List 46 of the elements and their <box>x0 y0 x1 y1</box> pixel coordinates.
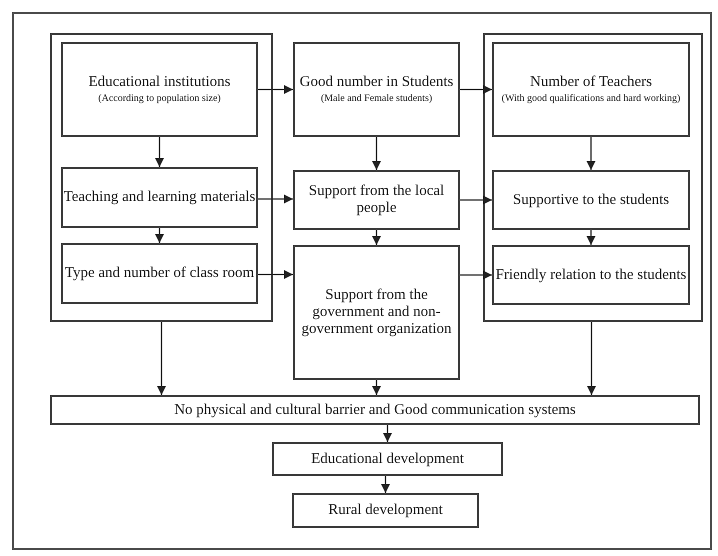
node-text: Number of Teachers <box>530 74 652 91</box>
node-text: Supportive to the students <box>512 192 670 208</box>
node-text: Rural development <box>328 502 443 519</box>
arrow <box>586 322 596 395</box>
arrow <box>460 270 492 280</box>
arrow <box>382 425 392 442</box>
node-text: Support from the local people <box>308 183 446 217</box>
node-text: No physical and cultural barrier and Good communication systems <box>174 402 576 418</box>
arrow <box>372 137 382 170</box>
process-box <box>293 245 460 380</box>
node-text: Good number in Students <box>300 74 454 91</box>
process-box <box>293 170 460 230</box>
arrow <box>586 230 596 245</box>
arrow <box>258 84 293 94</box>
node-text: Support from the government and non-government organization <box>300 287 453 338</box>
arrow <box>156 322 166 395</box>
process-box <box>293 42 460 137</box>
arrow <box>372 230 382 245</box>
node-note: (Male and Female students) <box>320 93 432 105</box>
node-text: Friendly relation to the students <box>496 266 686 284</box>
arrow <box>154 137 164 167</box>
node-text: Teaching and learning materials <box>64 189 256 206</box>
arrow <box>372 380 382 395</box>
process-box <box>61 243 258 304</box>
arrow <box>460 84 492 94</box>
process-box <box>492 42 690 137</box>
node-text: Type and number of class room <box>64 265 254 282</box>
process-box <box>272 442 503 476</box>
process-box <box>61 42 258 137</box>
process-box <box>492 170 690 230</box>
arrow <box>258 270 293 280</box>
node-text: Educational development <box>311 450 464 468</box>
process-box <box>50 395 700 425</box>
arrow <box>258 194 293 204</box>
group-box <box>50 33 273 322</box>
process-box <box>292 493 479 528</box>
process-box <box>492 245 690 305</box>
arrow <box>586 137 596 170</box>
arrow <box>460 195 492 205</box>
group-box <box>483 33 703 322</box>
node-note: (According to population size) <box>98 93 221 105</box>
node-text: Educational institutions <box>88 74 231 91</box>
arrow <box>154 228 164 243</box>
node-note: (With good qualifications and hard working) <box>502 93 680 105</box>
arrow <box>380 476 390 493</box>
process-box <box>61 167 258 228</box>
